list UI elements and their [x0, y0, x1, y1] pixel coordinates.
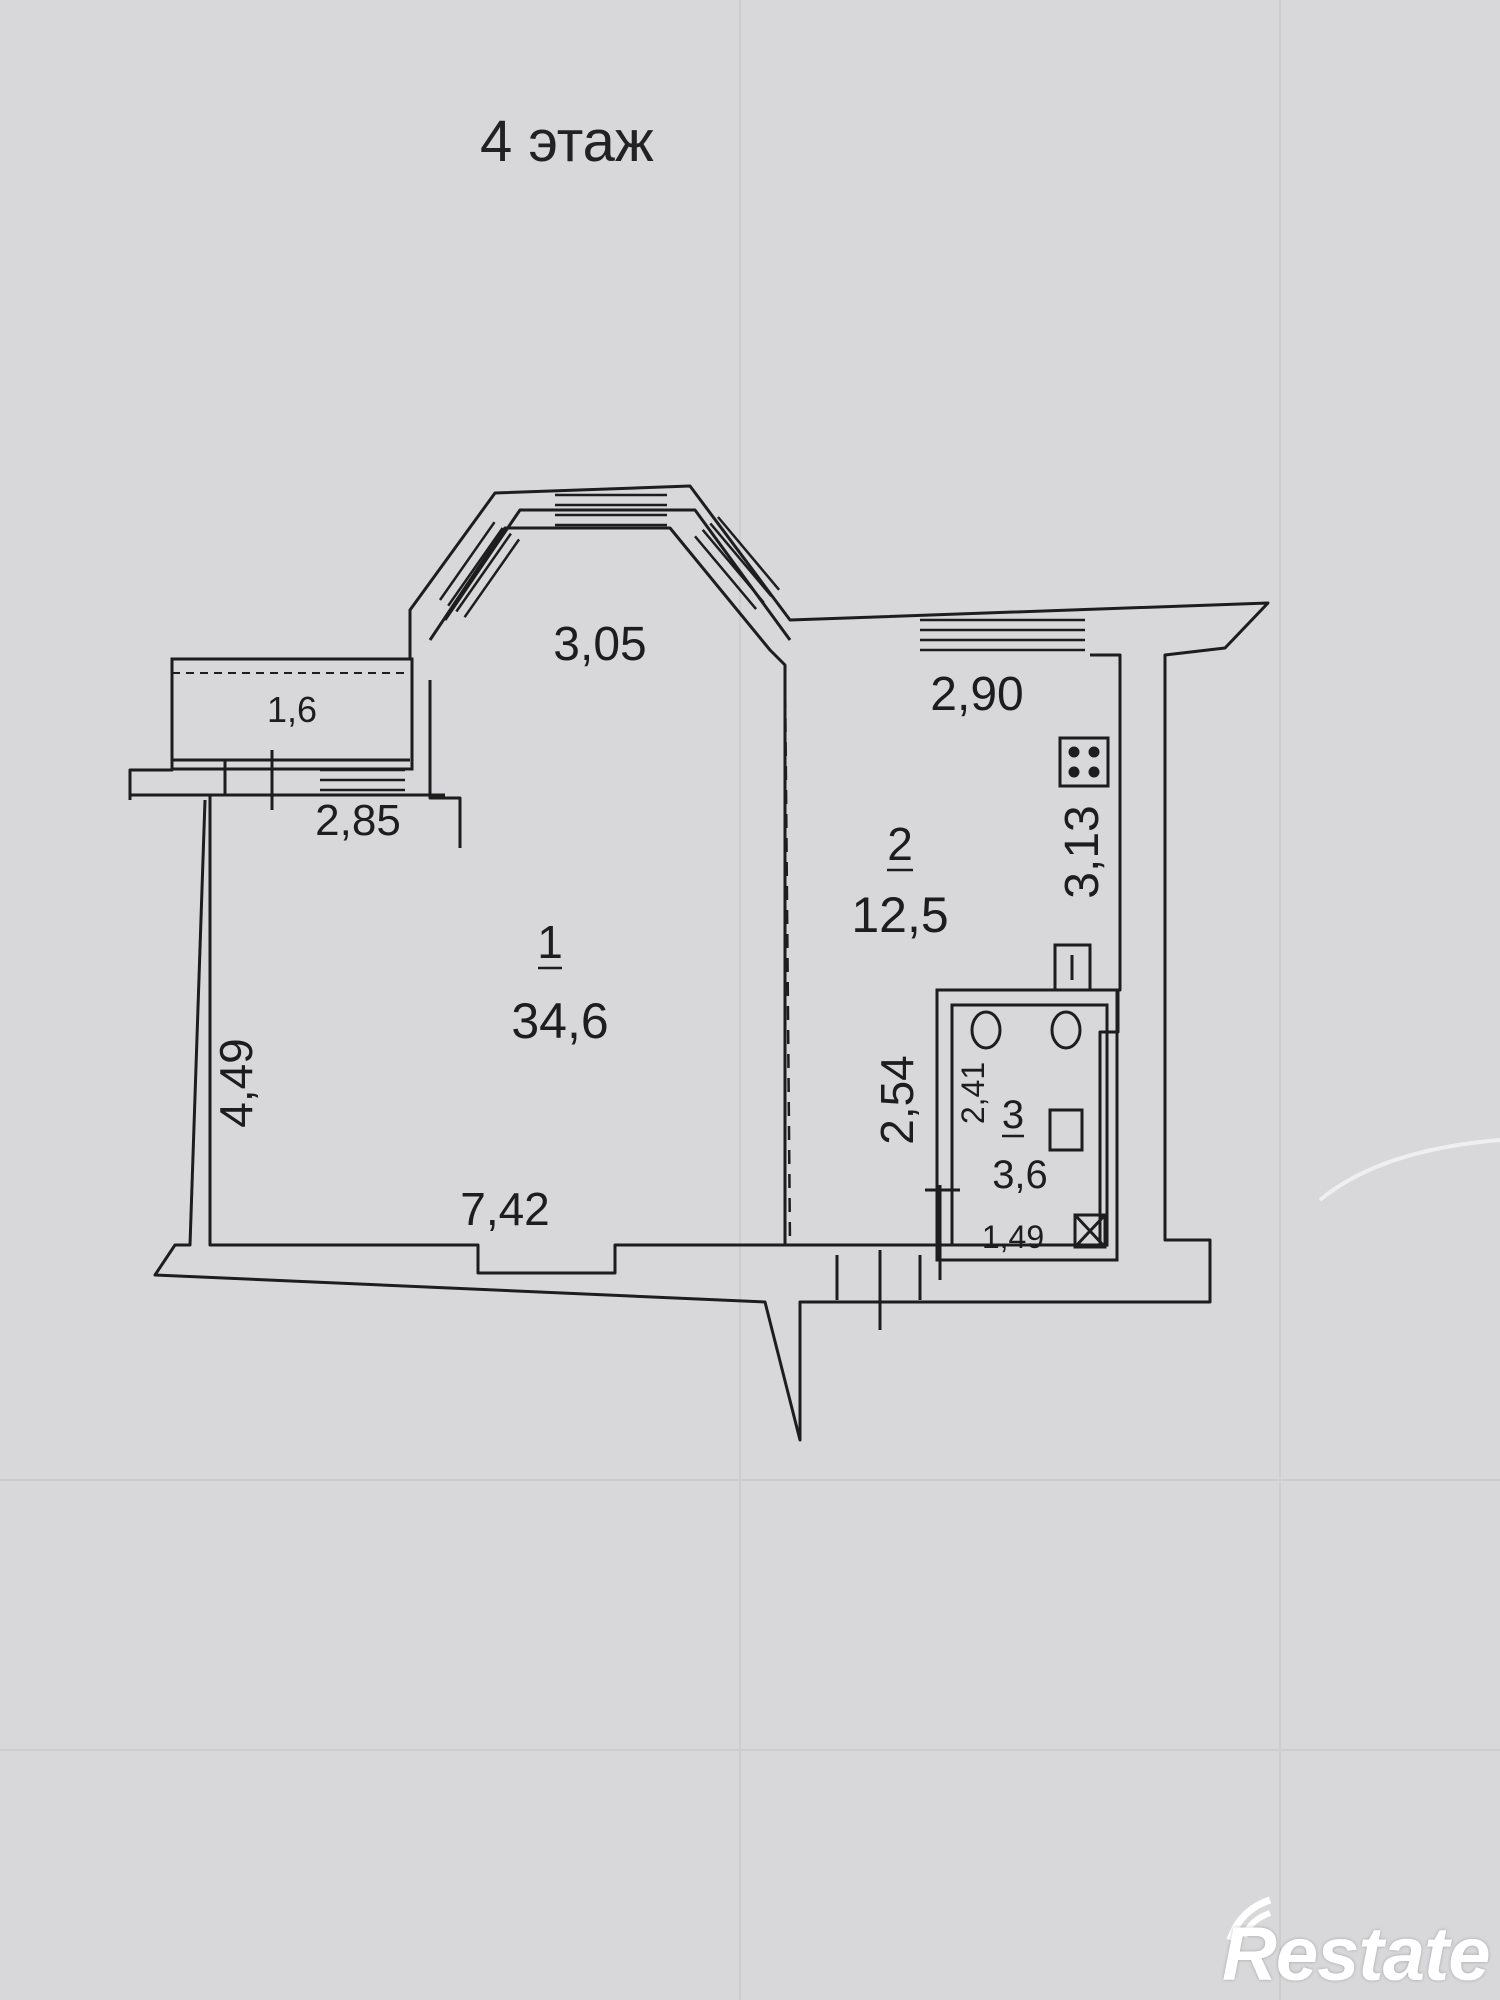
bathroom — [935, 988, 1119, 1262]
dim-room-height: 4,49 — [210, 1038, 262, 1128]
dim-balcony-width: 2,85 — [315, 796, 401, 845]
dim-corridor-height: 2,54 — [871, 1055, 923, 1145]
balcony — [130, 657, 445, 810]
stove-icon — [1058, 736, 1110, 788]
room-2-number: 2 — [887, 818, 913, 870]
wifi-logo-icon — [1226, 1896, 1272, 1942]
room-1-area: 34,6 — [511, 993, 608, 1049]
windows — [320, 493, 1085, 792]
room-1-number: 1 — [537, 916, 563, 968]
dim-kitchen-height: 3,13 — [1056, 805, 1109, 898]
floor-label: 4 этаж — [480, 109, 654, 174]
dim-bay-width: 3,05 — [553, 618, 646, 671]
exterior-walls — [128, 484, 1270, 1442]
dim-bath-height: 2,41 — [955, 1062, 991, 1124]
sink-icon — [1053, 943, 1092, 992]
dim-balcony-depth: 1,6 — [267, 689, 317, 730]
dim-kitchen-top: 2,90 — [930, 668, 1023, 721]
room-3-area: 3,6 — [992, 1153, 1048, 1197]
entrance — [835, 1185, 960, 1330]
watermark-text: Restate — [1222, 1912, 1491, 1997]
dim-room-width: 7,42 — [460, 1183, 550, 1235]
room-2-area: 12,5 — [851, 887, 948, 943]
room-3-number: 3 — [1002, 1093, 1024, 1137]
watermark: Restate — [1180, 1885, 1500, 2000]
dim-bath-width: 1,49 — [982, 1219, 1044, 1255]
